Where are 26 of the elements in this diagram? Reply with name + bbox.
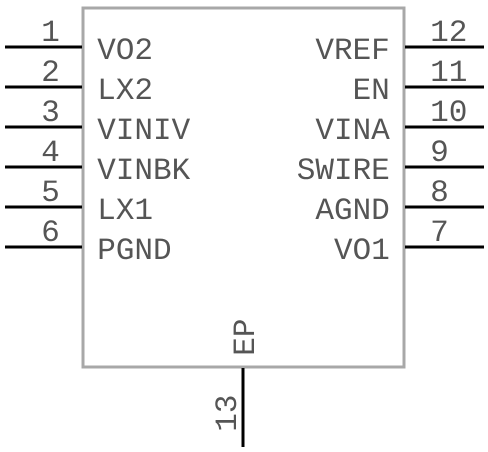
pin-number: 2 xyxy=(43,60,58,81)
pin-number: 1 xyxy=(43,20,58,41)
pin-number: 10 xyxy=(432,100,466,122)
pin-name: EP xyxy=(234,320,254,354)
pin-name: VREF xyxy=(316,38,388,59)
pin-number: 9 xyxy=(432,140,447,162)
pin-name: LX1 xyxy=(100,198,152,219)
pin-number: 11 xyxy=(432,60,466,81)
pin-name: LX2 xyxy=(100,78,151,99)
pin-name: PGND xyxy=(100,238,170,260)
pin-number: 3 xyxy=(43,100,58,122)
pin-name: VO1 xyxy=(334,238,388,260)
pin-name: AGND xyxy=(315,198,388,220)
pin-number: 7 xyxy=(432,220,446,241)
pin-name: VINIV xyxy=(97,118,190,139)
pin-number: 8 xyxy=(432,180,447,202)
pin-name: EN xyxy=(355,78,388,99)
pin-name: VINBK xyxy=(97,158,190,179)
pin-number: 4 xyxy=(42,140,58,161)
pin-number: 12 xyxy=(432,20,466,41)
pin-name: VO2 xyxy=(97,38,151,60)
pin-number: 5 xyxy=(43,180,58,202)
pin-name: VINA xyxy=(316,118,390,139)
pin-number: 6 xyxy=(44,220,58,242)
pin-number: 13 xyxy=(215,396,236,430)
pin-name: SWIRE xyxy=(298,158,388,180)
